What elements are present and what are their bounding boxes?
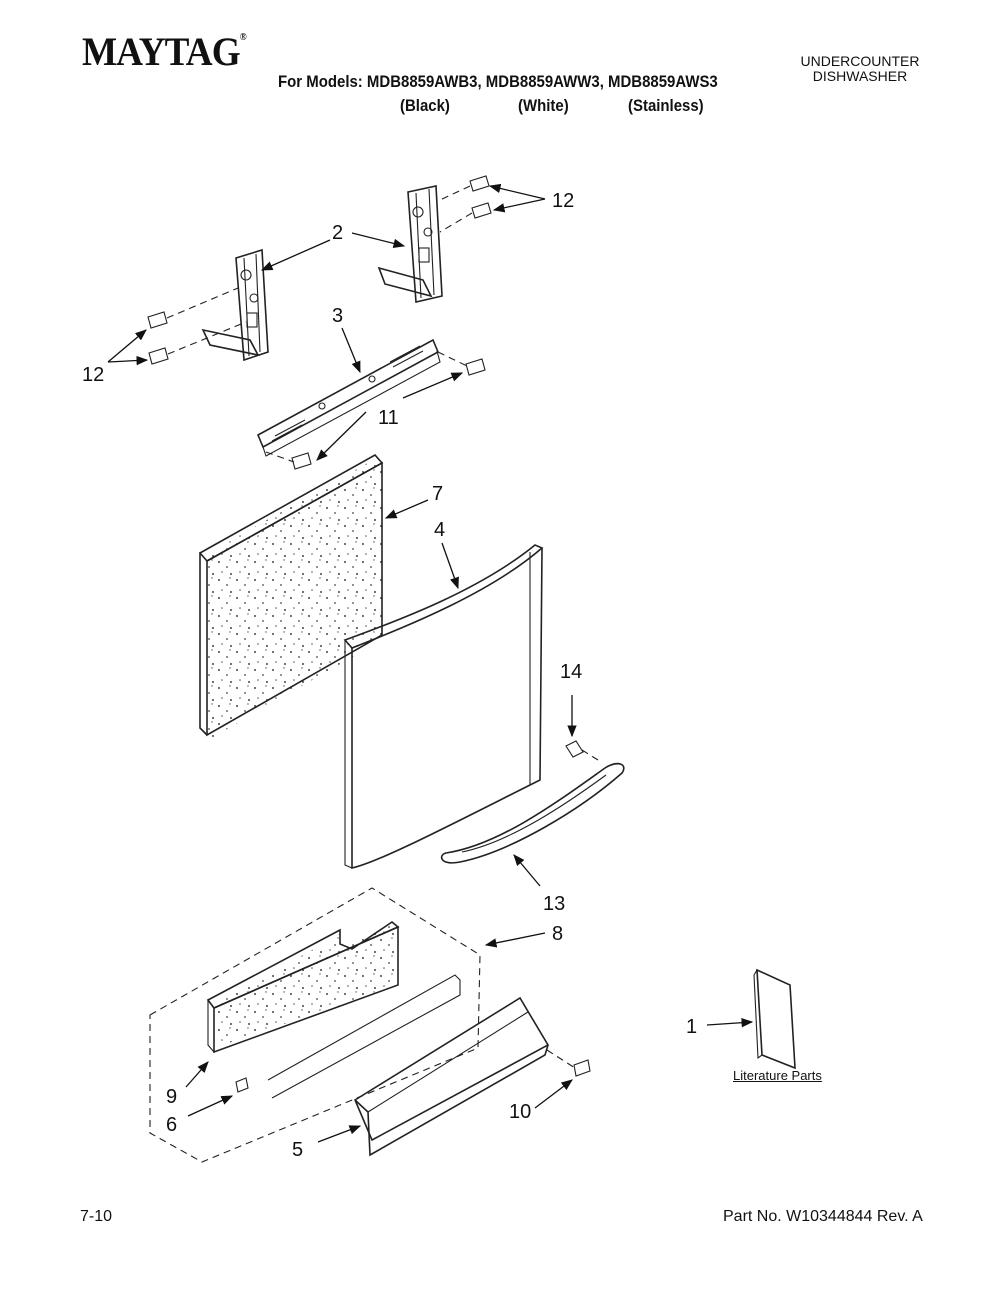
callout-12-top: 12 [552, 190, 574, 212]
brand-logo: MAYTAG® [82, 29, 247, 74]
product-type-line2: DISHWASHER [812, 68, 908, 84]
callout-12-left: 12 [82, 364, 104, 386]
callout-5: 5 [292, 1139, 303, 1161]
screw-12-left-2 [148, 321, 247, 365]
door-insulation-panel [198, 453, 384, 740]
callout-6: 6 [166, 1114, 177, 1136]
callout-4: 4 [434, 519, 445, 541]
callout-8: 8 [552, 923, 563, 945]
toekick-strip [235, 974, 461, 1099]
callout-numbers: 12 2 12 3 11 7 4 14 13 8 1 9 6 10 5 [82, 190, 697, 1161]
hinge-bracket-right [377, 185, 443, 303]
leader-lines [107, 183, 754, 1143]
mounting-rail [256, 338, 441, 457]
callout-2: 2 [332, 222, 343, 244]
part-number: Part No. W10344844 Rev. A [723, 1208, 923, 1225]
screw-12-left-1 [147, 287, 239, 329]
outer-door-panel [343, 544, 544, 869]
callout-3: 3 [332, 305, 343, 327]
models-line: For Models: MDB8859AWB3, MDB8859AWW3, MD… [278, 72, 718, 91]
toekick-insulation [206, 921, 400, 1054]
literature-booklet [753, 968, 796, 1070]
screw-12-top-2 [439, 202, 492, 233]
product-type-line1: UNDERCOUNTER [800, 53, 920, 69]
variant-black: (Black) [400, 96, 450, 115]
door-handle [440, 762, 625, 864]
callout-1: 1 [686, 1016, 697, 1038]
variant-white: (White) [518, 96, 569, 115]
hinge-bracket-left [201, 248, 269, 362]
callout-13: 13 [543, 893, 565, 915]
screw-11-left [265, 451, 312, 470]
literature-parts-label: Literature Parts [733, 1068, 822, 1083]
callout-9: 9 [166, 1086, 177, 1108]
product-type: UNDERCOUNTER DISHWASHER [790, 54, 930, 84]
callout-10: 10 [509, 1101, 531, 1123]
screw-11-right [437, 351, 486, 376]
date-code: 7-10 [80, 1208, 113, 1225]
screw-12-top-1 [439, 175, 490, 201]
toekick-screw-10 [546, 1049, 591, 1077]
callout-7: 7 [432, 483, 443, 505]
handle-screw-14 [565, 740, 599, 761]
callout-11: 11 [378, 407, 399, 429]
callout-14: 14 [560, 661, 582, 683]
toekick-plate [353, 996, 550, 1157]
variant-stainless: (Stainless) [628, 96, 704, 115]
toekick-group-boundary [149, 887, 481, 1163]
